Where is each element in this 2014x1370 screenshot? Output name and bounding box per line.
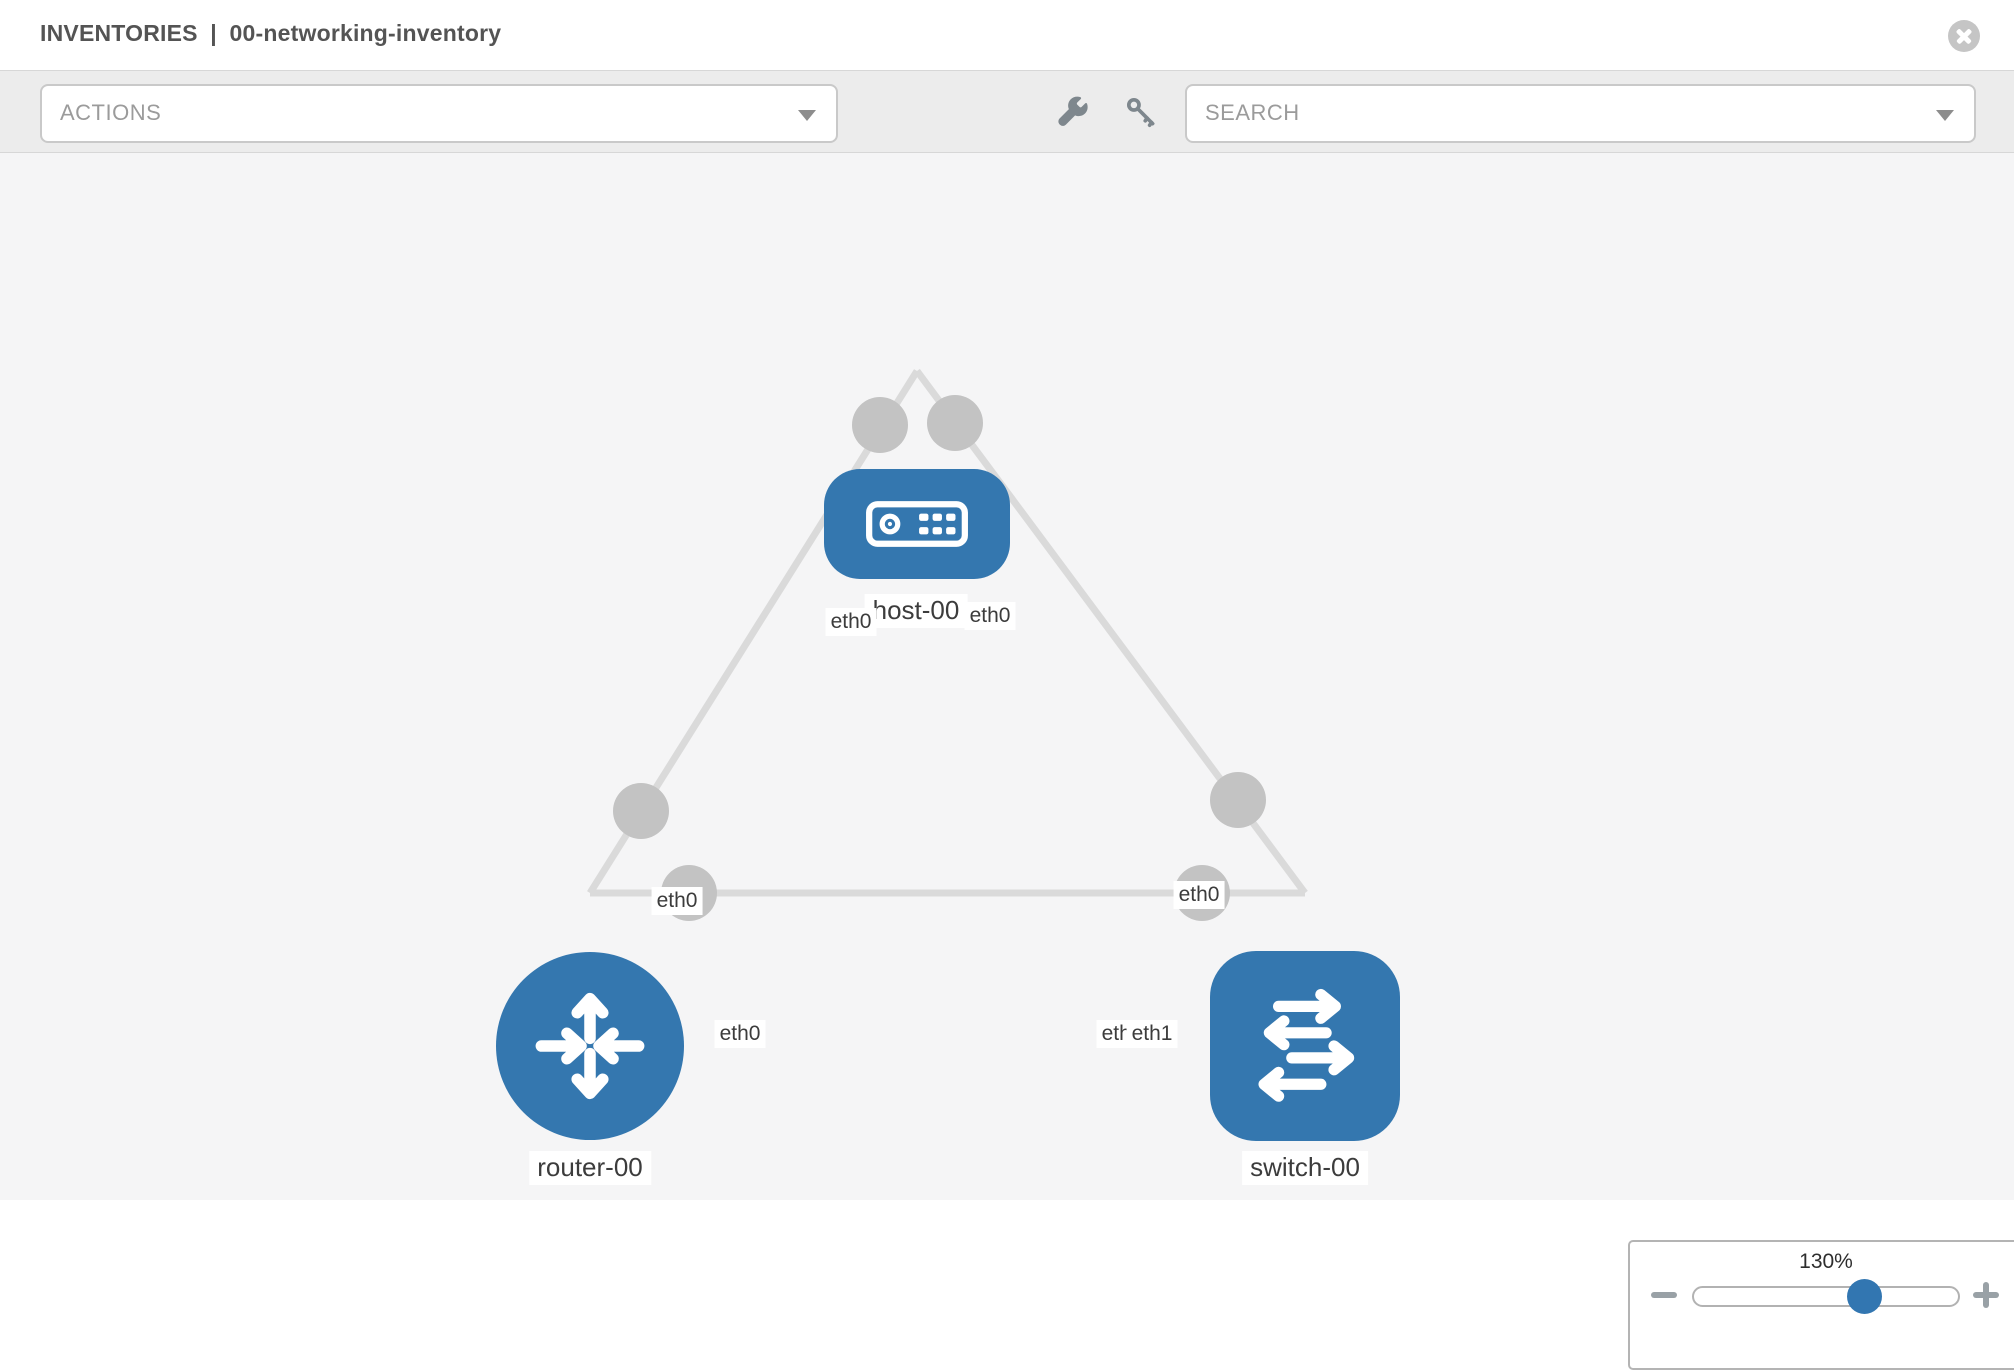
wrench-button[interactable] xyxy=(1056,95,1090,129)
chevron-down-icon xyxy=(798,110,816,121)
router-arrows-icon xyxy=(535,992,645,1100)
node-label-router: router-00 xyxy=(529,1151,651,1185)
topology-canvas[interactable]: host-00 router-00 switch-00 eth0 eth0 et… xyxy=(0,153,2014,1370)
interface-port xyxy=(1210,772,1266,828)
key-icon xyxy=(1126,97,1155,128)
switch-arrows-icon xyxy=(1258,988,1355,1102)
interface-label-router-right: eth0 xyxy=(714,1020,766,1049)
interface-port xyxy=(852,397,908,453)
plus-icon xyxy=(1983,1282,1989,1308)
actions-dropdown-label: ACTIONS xyxy=(60,100,162,125)
breadcrumb-section: INVENTORIES xyxy=(40,20,198,46)
breadcrumb-separator: | xyxy=(210,20,217,46)
node-label-switch: switch-00 xyxy=(1242,1151,1368,1185)
close-button[interactable] xyxy=(1948,20,1980,52)
interface-label-switch-top: eth0 xyxy=(1173,881,1225,910)
search-dropdown-label: SEARCH xyxy=(1205,100,1300,125)
zoom-slider-track[interactable] xyxy=(1692,1286,1960,1307)
chevron-down-icon xyxy=(1936,110,1954,121)
zoom-in-button[interactable] xyxy=(1973,1282,1999,1308)
server-icon xyxy=(866,501,968,547)
header: INVENTORIES | 00-networking-inventory xyxy=(0,0,2014,70)
interface-label-host-left: eth0 xyxy=(825,608,877,637)
topology-links-layer xyxy=(587,368,1308,921)
interface-port xyxy=(613,783,669,839)
wrench-icon xyxy=(1058,96,1088,126)
key-button[interactable] xyxy=(1124,95,1158,129)
inventory-name: 00-networking-inventory xyxy=(229,20,502,46)
toolbar: ACTIONS SEARCH xyxy=(0,70,2014,153)
node-label-host: host-00 xyxy=(864,594,968,628)
zoom-control-panel: 130% xyxy=(1628,1240,2014,1370)
node-switch-00[interactable] xyxy=(1210,951,1400,1141)
interface-label-router-top: eth0 xyxy=(651,887,703,916)
zoom-out-button[interactable] xyxy=(1651,1292,1677,1298)
search-dropdown[interactable]: SEARCH xyxy=(1185,84,1976,143)
zoom-level-value: 130% xyxy=(1799,1250,1853,1273)
interface-label-switch-left-eth1: eth1 xyxy=(1126,1020,1178,1049)
page-title: INVENTORIES | 00-networking-inventory xyxy=(40,20,507,47)
node-host-00[interactable] xyxy=(824,469,1010,579)
zoom-slider-thumb[interactable] xyxy=(1847,1279,1882,1314)
interface-port xyxy=(927,395,983,451)
actions-dropdown[interactable]: ACTIONS xyxy=(40,84,838,143)
interface-label-host-right: eth0 xyxy=(964,602,1016,631)
node-router-00[interactable] xyxy=(496,952,684,1140)
